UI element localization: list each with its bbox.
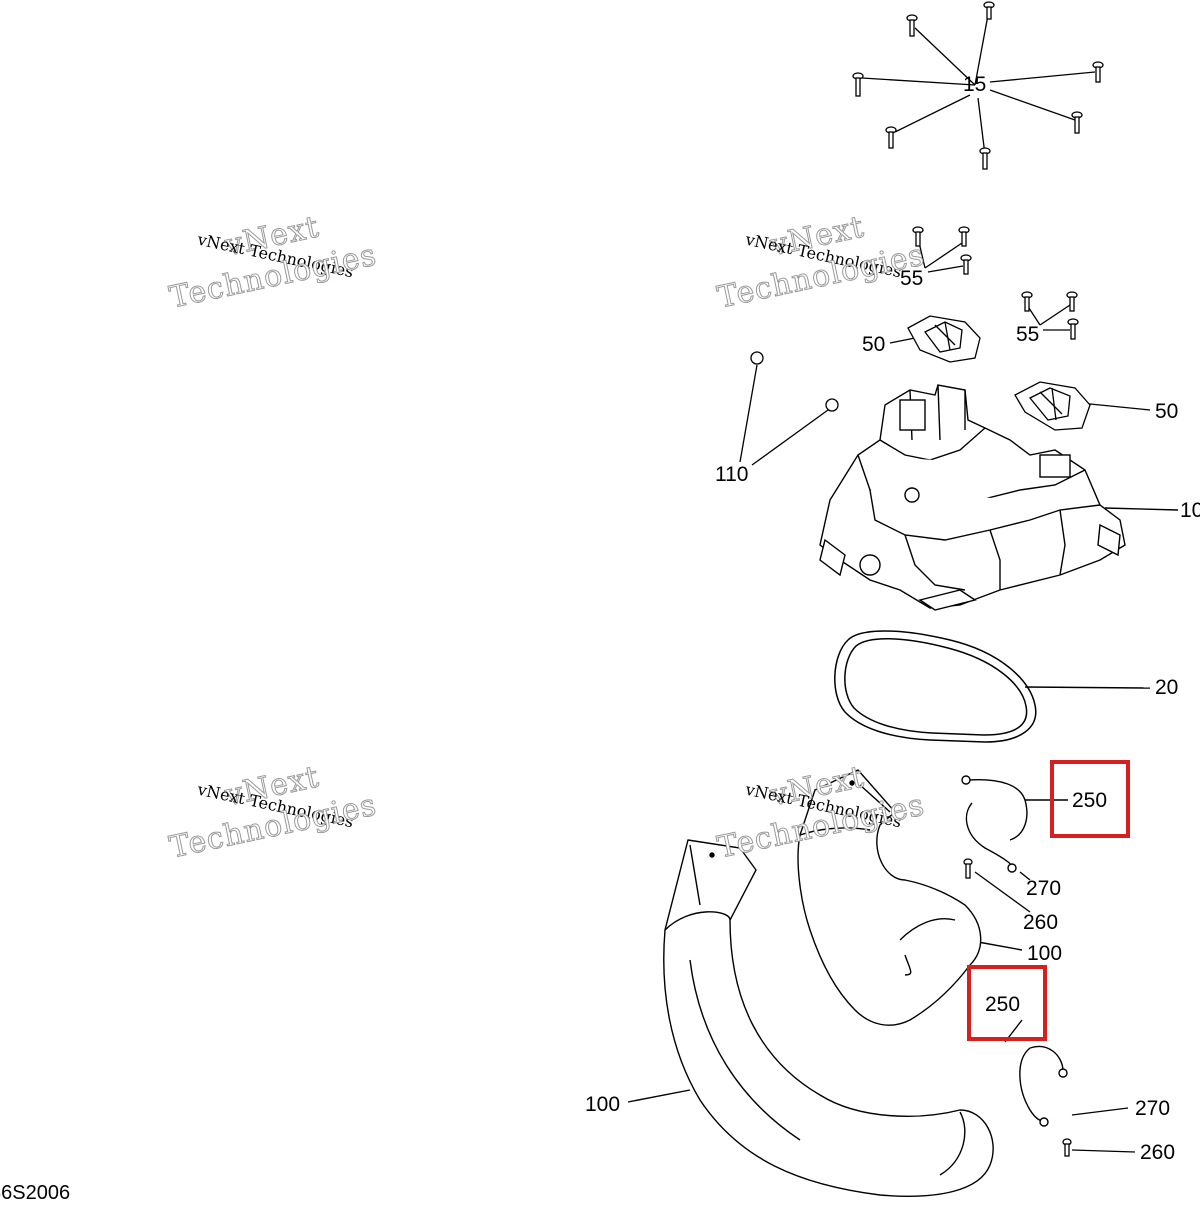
callout-110[interactable]: 110 <box>715 463 749 486</box>
figure-id: 36S2006 <box>0 1182 71 1204</box>
callout-15[interactable]: 15 <box>963 73 987 96</box>
callout-260-lower[interactable]: 260 <box>1140 1141 1176 1164</box>
callout-50-left[interactable]: 50 <box>862 333 886 356</box>
screws-55-left <box>912 226 972 275</box>
pins-110 <box>739 351 839 466</box>
hose-100-lower <box>627 839 994 1197</box>
callout-250-upper[interactable]: 250 <box>1072 789 1108 812</box>
highlight-box-250-upper <box>1050 760 1130 838</box>
callout-270-lower[interactable]: 270 <box>1135 1097 1171 1120</box>
callout-55-right[interactable]: 55 <box>1016 323 1040 346</box>
housing-10 <box>819 384 1179 611</box>
callout-20[interactable]: 20 <box>1155 676 1179 699</box>
bracket-50-right <box>1014 381 1151 431</box>
callout-100-upper[interactable]: 100 <box>1027 942 1063 965</box>
clamp-250-lower <box>1004 1019 1068 1127</box>
callout-100-lower[interactable]: 100 <box>585 1093 621 1116</box>
screw-260-lower <box>1062 1107 1136 1157</box>
gasket-20 <box>834 630 1151 743</box>
callout-260-upper[interactable]: 260 <box>1023 911 1059 934</box>
callout-55-left[interactable]: 55 <box>900 267 924 290</box>
callout-270-upper[interactable]: 270 <box>1026 877 1062 900</box>
bracket-50-left <box>889 315 981 363</box>
callout-250-lower[interactable]: 250 <box>985 993 1021 1016</box>
callout-10[interactable]: 10 <box>1180 499 1200 522</box>
screws-15 <box>852 1 1104 170</box>
hose-100-upper <box>797 769 1023 1026</box>
clamp-250-upper <box>961 775 1068 881</box>
highlight-box-250-lower <box>967 965 1047 1041</box>
callout-50-right[interactable]: 50 <box>1155 400 1179 423</box>
screws-55-right <box>1021 291 1079 340</box>
screw-260-upper <box>963 858 1031 913</box>
